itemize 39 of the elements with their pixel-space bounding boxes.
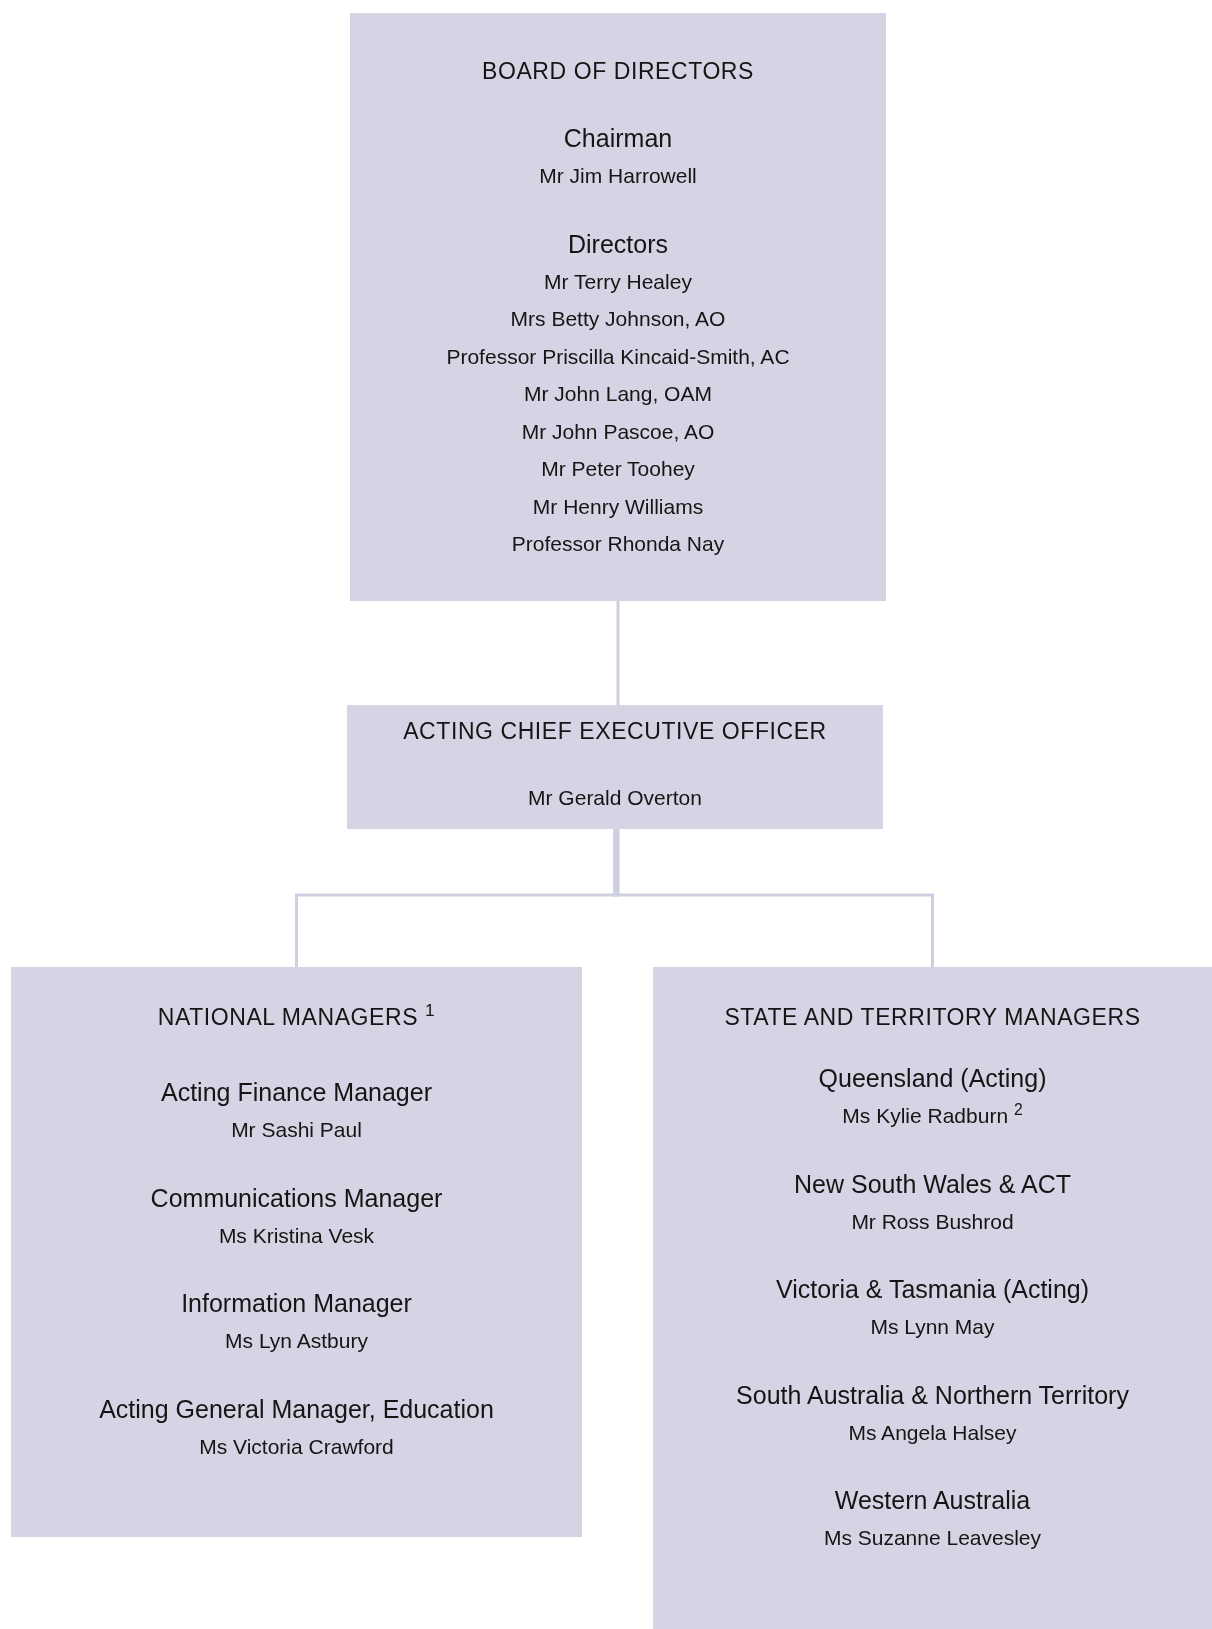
person-name: Ms Kylie Radburn $^{2}$ [842,1100,1023,1129]
role-title: Chairman [563,123,673,154]
person-name: Ms Kristina Vesk [218,1222,375,1249]
person-name: Ms Lyn Astbury [225,1328,368,1354]
role-title: Communications Manager [150,1182,443,1214]
org-box [11,967,582,1537]
person-name: Ms Suzanne Leavesley [823,1525,1042,1551]
person-name: Mr Ross Bushrod [851,1208,1014,1235]
role-title: South Australia & Northern Territory [736,1379,1129,1411]
person-name: Professor Priscilla Kincaid-Smith, AC [446,343,790,370]
person-name: Mr John Lang, OAM [524,381,712,407]
role-title: Queensland (Acting) [818,1063,1047,1094]
box-heading: BOARD OF DIRECTORS [482,57,754,85]
person-name: Mr Gerald Overton [528,785,702,811]
org-box [350,13,886,601]
box-heading: NATIONAL MANAGERS $^{1}$ [157,1003,436,1031]
role-title: Information Manager [181,1288,412,1319]
person-name: Mrs Betty Johnson, AO [510,306,726,332]
person-name: Mr Henry Williams [532,493,704,520]
role-title: Acting Finance Manager [161,1077,432,1108]
person-name: Mr John Pascoe, AO [521,418,715,445]
role-title: Acting General Manager, Education [99,1393,494,1425]
org-box [347,705,883,829]
person-name: Mr Peter Toohey [541,456,695,482]
person-name: Ms Lynn May [870,1314,995,1340]
role-title: New South Wales & ACT [794,1168,1071,1200]
person-name: Mr Terry Healey [544,268,692,295]
person-name: Professor Rhonda Nay [511,531,725,557]
person-name: Ms Angela Halsey [848,1419,1017,1446]
person-name: Mr Sashi Paul [231,1117,362,1143]
box-heading: STATE AND TERRITORY MANAGERS [724,1003,1141,1031]
role-title: Western Australia [834,1485,1031,1516]
role-title: Victoria & Tasmania (Acting) [775,1274,1090,1305]
person-name: Mr Jim Harrowell [539,163,697,189]
org-box [653,967,1212,1629]
box-heading: ACTING CHIEF EXECUTIVE OFFICER [403,717,827,745]
role-title: Directors [568,228,668,260]
connector-line [613,829,934,967]
person-name: Ms Victoria Crawford [199,1433,394,1460]
